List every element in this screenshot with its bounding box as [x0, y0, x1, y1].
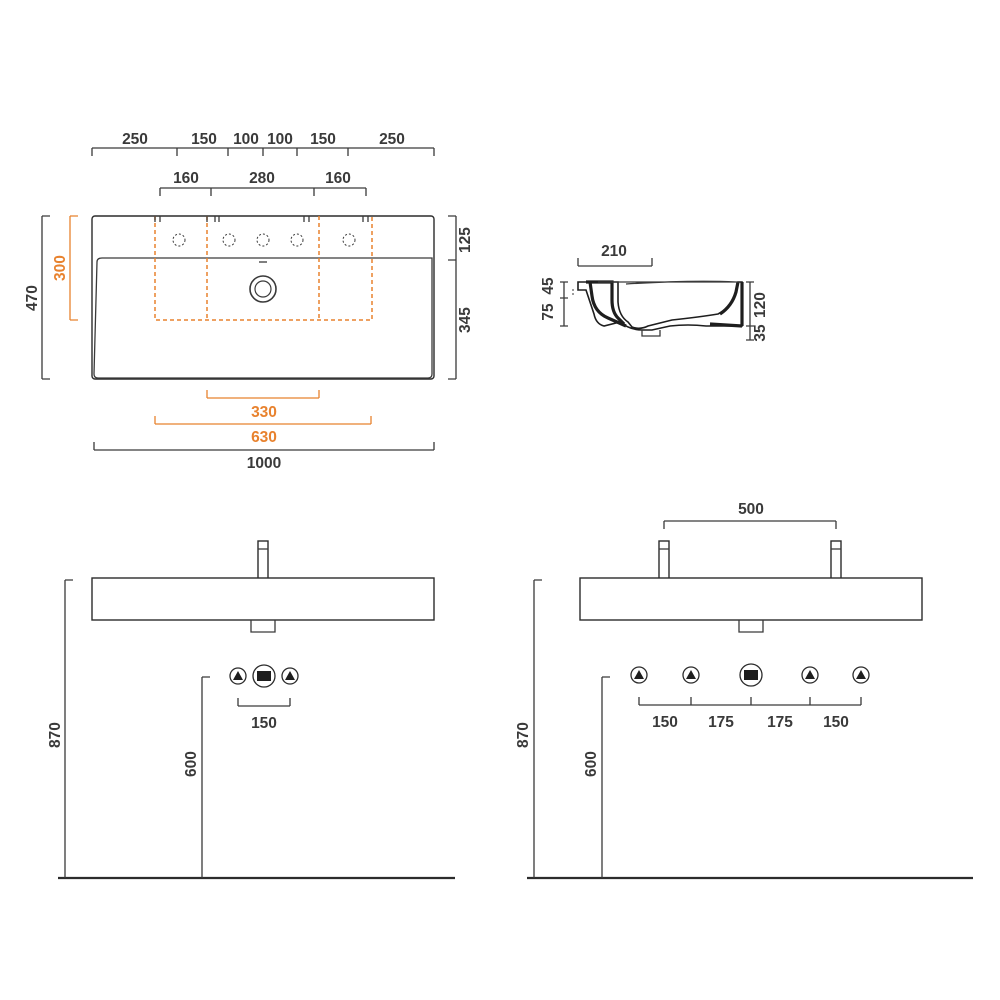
dim-line-connections	[638, 697, 862, 706]
drain-connection-icon	[252, 664, 276, 688]
dim-mid-3: 160	[325, 170, 351, 187]
section-view: 210 75 45 35 120	[540, 243, 769, 342]
dim-top-6: 250	[379, 131, 405, 148]
tap-hole-icon	[256, 233, 270, 247]
supply-connection-icon	[801, 666, 819, 684]
supply-connection-icon	[630, 666, 648, 684]
dim-right-345: 345	[457, 307, 474, 333]
elevation-single-tap: 870 600 150	[47, 540, 455, 880]
dim-section-75: 75	[540, 303, 557, 321]
tap-hole-icon	[290, 233, 304, 247]
drain-icon	[249, 261, 277, 303]
dim-connection-1: 150	[652, 714, 678, 731]
dim-line-150	[237, 698, 291, 707]
dim-top-4: 100	[267, 131, 293, 148]
dim-top-1: 250	[122, 131, 148, 148]
dim-line-870	[533, 579, 542, 878]
middle-dimension-chain: 160 280 160	[159, 170, 367, 196]
dim-left-300: 300	[52, 255, 69, 281]
tap-hole-icon	[172, 233, 186, 247]
tap-hole-icon	[342, 233, 356, 247]
dim-line-section-right	[746, 281, 754, 341]
dim-section-210: 210	[601, 243, 627, 260]
tap-hole-icon	[222, 233, 236, 247]
tap-icon	[658, 540, 670, 580]
dim-connection-4: 150	[823, 714, 849, 731]
dim-right-125: 125	[457, 227, 474, 253]
dim-section-35: 35	[752, 324, 769, 342]
dim-bottom-330: 330	[251, 404, 277, 421]
dim-line-1000	[93, 442, 435, 451]
drain-connection-icon	[739, 663, 763, 687]
dim-line-right	[448, 215, 457, 380]
dim-tap-spacing-500: 500	[738, 501, 764, 518]
dim-line-330	[206, 390, 320, 399]
waste-outlet	[250, 620, 276, 633]
supply-connection-icon	[682, 666, 700, 684]
tap-zone-dashed	[154, 216, 373, 321]
tap-icon	[257, 540, 269, 580]
dim-line-section-left	[560, 281, 568, 327]
elevation-double-tap: 500 870 600	[515, 501, 973, 880]
dim-line-870	[64, 579, 73, 878]
dim-line-600	[201, 676, 210, 878]
dim-top-5: 150	[310, 131, 336, 148]
dim-section-120: 120	[752, 292, 769, 318]
supply-connection-icon	[281, 667, 299, 685]
section-outlet	[641, 330, 661, 337]
basin-front	[579, 577, 923, 621]
dim-connection-3: 175	[767, 714, 793, 731]
waste-outlet	[738, 620, 764, 633]
dim-line-600	[601, 676, 610, 878]
dim-mid-1: 160	[173, 170, 199, 187]
basin-front	[91, 577, 435, 621]
basin-section-profile	[577, 281, 743, 331]
dim-spacing-150: 150	[251, 715, 277, 732]
section-wall	[586, 280, 744, 328]
dim-line-630	[154, 416, 372, 425]
dim-mid-2: 280	[249, 170, 275, 187]
dim-top-2: 150	[191, 131, 217, 148]
dim-line-500	[663, 520, 837, 529]
tap-icon	[830, 540, 842, 580]
dim-line-210	[577, 258, 653, 267]
dim-top-3: 100	[233, 131, 259, 148]
dim-line-300	[69, 215, 78, 321]
basin-bowl	[93, 257, 433, 379]
dim-height-870: 870	[515, 722, 532, 748]
dim-connection-2: 175	[708, 714, 734, 731]
dim-bottom-1000: 1000	[247, 455, 281, 472]
dim-height-600: 600	[183, 751, 200, 777]
plan-view: 250 150 100 100 150 250 160 280 160	[24, 131, 474, 472]
dim-section-45: 45	[540, 277, 557, 295]
dim-left-470: 470	[24, 285, 41, 311]
dim-height-870: 870	[47, 722, 64, 748]
supply-connection-icon	[229, 667, 247, 685]
supply-connection-icon	[852, 666, 870, 684]
dim-height-600: 600	[583, 751, 600, 777]
tap-holes	[172, 233, 356, 247]
dim-bottom-630: 630	[251, 429, 277, 446]
top-dimension-chain: 250 150 100 100 150 250	[91, 131, 435, 156]
dim-line-470	[41, 215, 50, 380]
